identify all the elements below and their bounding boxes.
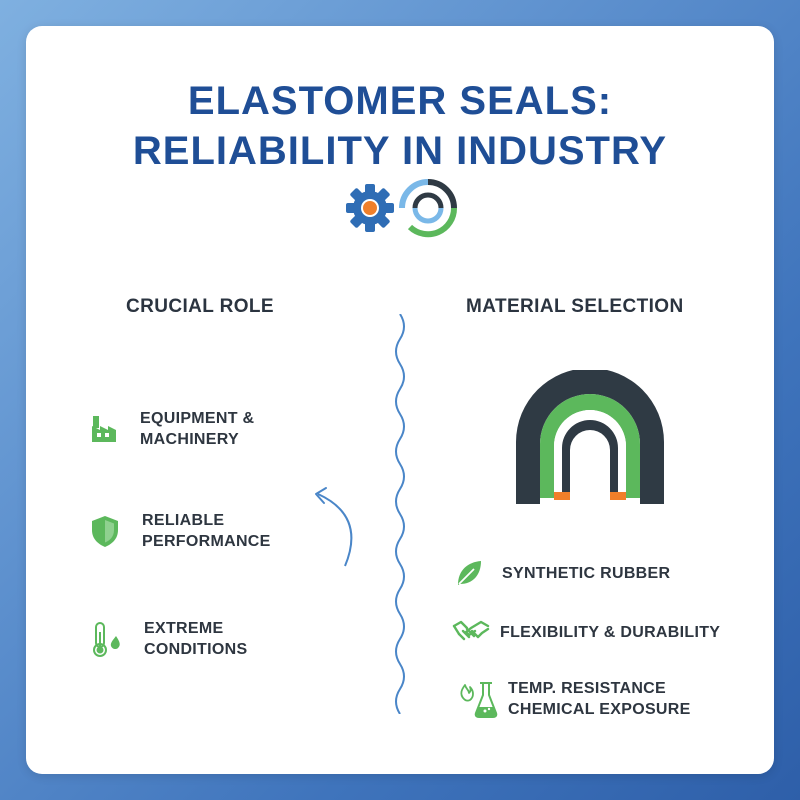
list-item-equipment: EQUIPMENT & MACHINERY: [90, 408, 254, 450]
leaf-icon: [458, 561, 481, 585]
item-label-line-1: EQUIPMENT &: [140, 410, 255, 427]
item-label-line-1: SYNTHETIC RUBBER: [502, 564, 671, 582]
item-label-line-1: FLEXIBILITY & DURABILITY: [500, 623, 721, 641]
flame-flask-icon: [460, 682, 498, 718]
right-column-heading: MATERIAL SELECTION: [466, 296, 684, 317]
item-label-line-2: PERFORMANCE: [142, 533, 271, 550]
title-line-2: RELIABILITY IN INDUSTRY: [132, 129, 668, 173]
item-label-line-1: TEMP. RESISTANCE: [508, 680, 667, 697]
left-column-heading: CRUCIAL ROLE: [126, 296, 275, 317]
factory-icon: [92, 416, 116, 442]
gear-icon: [346, 184, 394, 232]
shield-icon: [92, 516, 118, 547]
ring-seal-icon: [399, 179, 458, 238]
wavy-divider: [395, 314, 405, 714]
curved-arrow-icon: [315, 487, 353, 567]
infographic-card: ELASTOMER SEALS: RELIABILITY IN INDUSTRY: [26, 26, 774, 774]
handshake-icon: [452, 620, 490, 641]
list-item-reliable: RELIABLE PERFORMANCE: [90, 510, 271, 552]
list-item-extreme: EXTREME CONDITIONS: [90, 618, 247, 660]
item-label-line-2: CONDITIONS: [144, 641, 248, 658]
list-item-flexibility: FLEXIBILITY & DURABILITY: [452, 618, 720, 646]
item-label-line-2: CHEMICAL EXPOSURE: [508, 701, 691, 718]
list-item-resistance: TEMP. RESISTANCE CHEMICAL EXPOSURE: [456, 678, 691, 720]
thermometer-drop-icon: [93, 622, 120, 657]
page-title: ELASTOMER SEALS: RELIABILITY IN INDUSTRY: [26, 76, 774, 176]
item-label-line-1: EXTREME: [144, 620, 224, 637]
u-seal-illustration: [516, 370, 664, 504]
title-line-1: ELASTOMER SEALS:: [187, 79, 613, 123]
hero-icon-group: [346, 179, 458, 238]
item-label-line-1: RELIABLE: [142, 512, 225, 529]
item-label-line-2: MACHINERY: [140, 431, 239, 448]
list-item-synthetic: SYNTHETIC RUBBER: [454, 558, 670, 588]
